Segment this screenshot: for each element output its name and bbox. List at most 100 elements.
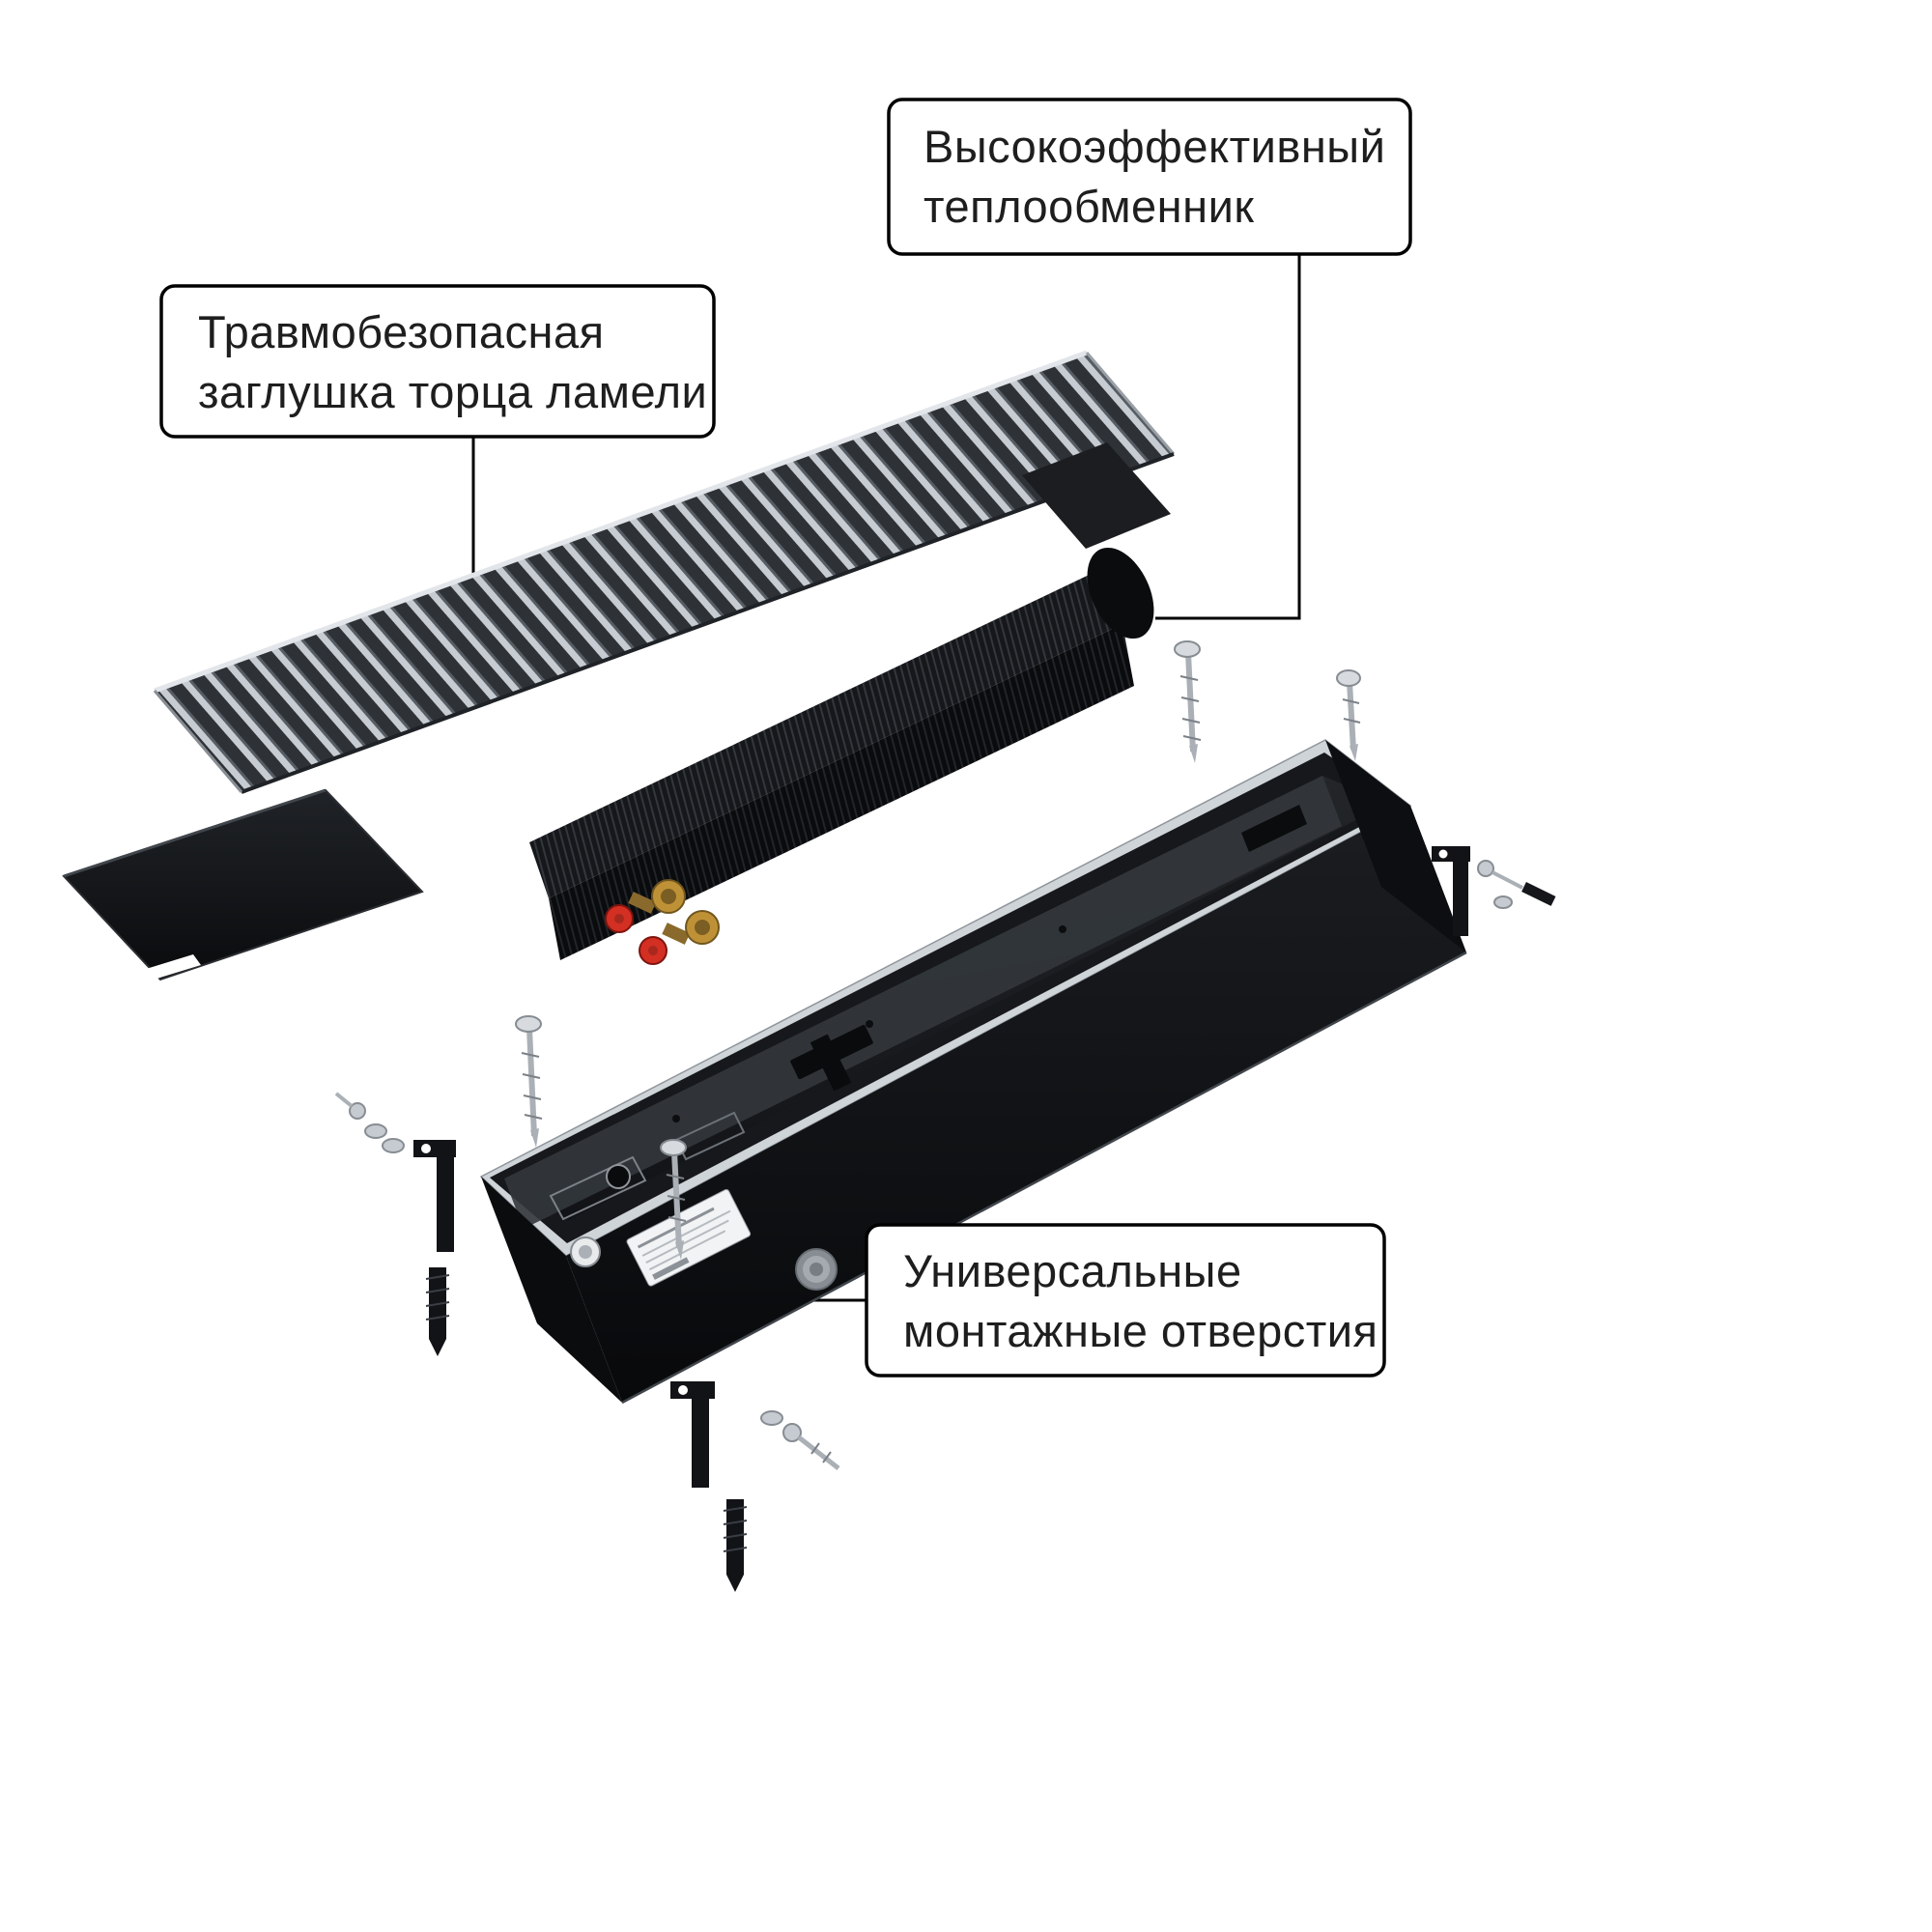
wall-plug-left: [425, 1267, 450, 1356]
screw-head: [1336, 669, 1361, 687]
plug-rib: [723, 1533, 748, 1539]
grille-band: [155, 353, 1174, 792]
casing-front-wall: [566, 806, 1466, 1403]
screw-thread: [1343, 718, 1361, 724]
grommet-center: [810, 1263, 823, 1276]
leader-heat-exchanger: [1155, 253, 1301, 620]
screw-thread: [1179, 675, 1199, 681]
heat-exchanger-end-bend: [1087, 547, 1154, 639]
plug-rib: [425, 1288, 450, 1293]
callout-box: [865, 1223, 1386, 1378]
anchor-bracket-right: [1432, 846, 1470, 936]
mounting-screw-3: [515, 1015, 543, 1148]
callout-box: [887, 98, 1412, 256]
grille-end-bracket: [1022, 442, 1171, 549]
pipe-stub-1: [628, 892, 657, 914]
screw-shaft: [1185, 652, 1196, 753]
screw-shaft: [797, 1435, 840, 1470]
anchor-bracket-left: [413, 1140, 456, 1252]
casing: [479, 739, 1467, 1405]
inner-divider-web: [810, 1034, 852, 1092]
callout-text-line: монтажные отверстия: [903, 1305, 1378, 1356]
heat-exchanger-top: [529, 568, 1122, 898]
callout-box: [159, 284, 716, 439]
screw-head: [660, 1139, 687, 1156]
bolt-head: [349, 1102, 366, 1120]
plug-rib: [425, 1274, 450, 1280]
union-nut-1-bore: [661, 889, 676, 904]
label-barcode: [652, 1257, 690, 1280]
screw-kit-right: [1477, 860, 1556, 909]
screw-shaft: [526, 1027, 537, 1137]
screw-thread: [523, 1094, 542, 1100]
plug-rib: [723, 1520, 748, 1525]
small-wall-plug: [1521, 882, 1556, 906]
bolt-shaft: [334, 1092, 354, 1108]
anchor-bracket-bottom: [670, 1381, 715, 1488]
back-wall-hole-2: [866, 1020, 873, 1028]
mounting-screw-2: [1336, 669, 1361, 761]
screw-thread: [667, 1195, 686, 1201]
end-cap-top-edge: [63, 788, 327, 878]
bracket-hole: [1438, 849, 1448, 859]
grille-right-edge: [1085, 352, 1176, 455]
floor-hole: [606, 1164, 631, 1189]
grille-left-edge: [153, 690, 243, 793]
bracket-arm: [692, 1395, 709, 1488]
washer: [1493, 895, 1513, 909]
callout-text-line: теплообменник: [923, 181, 1254, 232]
wall-plug-bottom: [723, 1499, 748, 1592]
washer: [382, 1138, 405, 1153]
screw-thread: [1181, 718, 1201, 724]
pipe-connections: [605, 879, 720, 965]
pipe-stub-2: [662, 923, 691, 945]
plug-rib: [723, 1547, 748, 1552]
back-wall-hole-3: [1059, 925, 1066, 933]
screw-tip: [675, 1240, 684, 1260]
heat-exchanger-front: [549, 624, 1134, 960]
screw-thread: [822, 1451, 832, 1463]
plug-tip: [726, 1575, 744, 1592]
screw-head: [1477, 860, 1494, 877]
washer: [760, 1410, 783, 1426]
screw-shaft: [671, 1151, 682, 1249]
mounting-screw-1: [1174, 640, 1202, 763]
label-line-2: [641, 1209, 731, 1257]
screw-kit-bottom: [760, 1410, 840, 1470]
screw-tip: [1350, 744, 1358, 761]
screw-head: [515, 1015, 542, 1033]
bracket-arm: [1453, 859, 1468, 936]
floor-knockout-outline-1: [549, 1155, 647, 1221]
protective-cap-2-center: [648, 946, 658, 955]
screw-thread: [522, 1073, 541, 1079]
lamella-end-cap-plate: [62, 788, 424, 981]
grille-bottom-edge: [241, 452, 1175, 794]
plug-rib: [425, 1315, 450, 1321]
screw-thread: [668, 1216, 687, 1222]
roll-grille: [153, 350, 1176, 794]
screw-thread: [1180, 696, 1200, 702]
callout-text-line: заглушка торца ламели: [198, 366, 707, 417]
grille-top-edge: [154, 350, 1088, 694]
mounting-screw-4: [660, 1139, 687, 1260]
screw-thread: [521, 1052, 540, 1058]
label-line-3: [645, 1219, 729, 1264]
screw-head: [1174, 640, 1201, 658]
screw-thread: [1182, 735, 1202, 741]
screw-shaft: [1492, 870, 1523, 890]
casing-bottom-edge: [621, 951, 1467, 1405]
inner-end-bracket: [1241, 805, 1307, 852]
inner-divider-bracket: [790, 1024, 873, 1092]
grommet-plug: [795, 1248, 838, 1291]
callout-text-line: Травмобезопасная: [198, 306, 605, 357]
callout-heat-exchanger: Высокоэффективный теплообменник: [887, 98, 1412, 256]
callout-mounting-holes: Универсальные монтажные отверстия: [865, 1223, 1386, 1378]
casing-right-end-wall: [1325, 740, 1466, 952]
screw-thread: [810, 1442, 820, 1455]
fasteners: [334, 640, 1556, 1592]
protective-cap-1-center: [614, 914, 624, 923]
bracket-arm: [437, 1153, 454, 1252]
screw-thread: [1342, 698, 1360, 704]
casing-back-wall-inner: [504, 776, 1342, 1229]
